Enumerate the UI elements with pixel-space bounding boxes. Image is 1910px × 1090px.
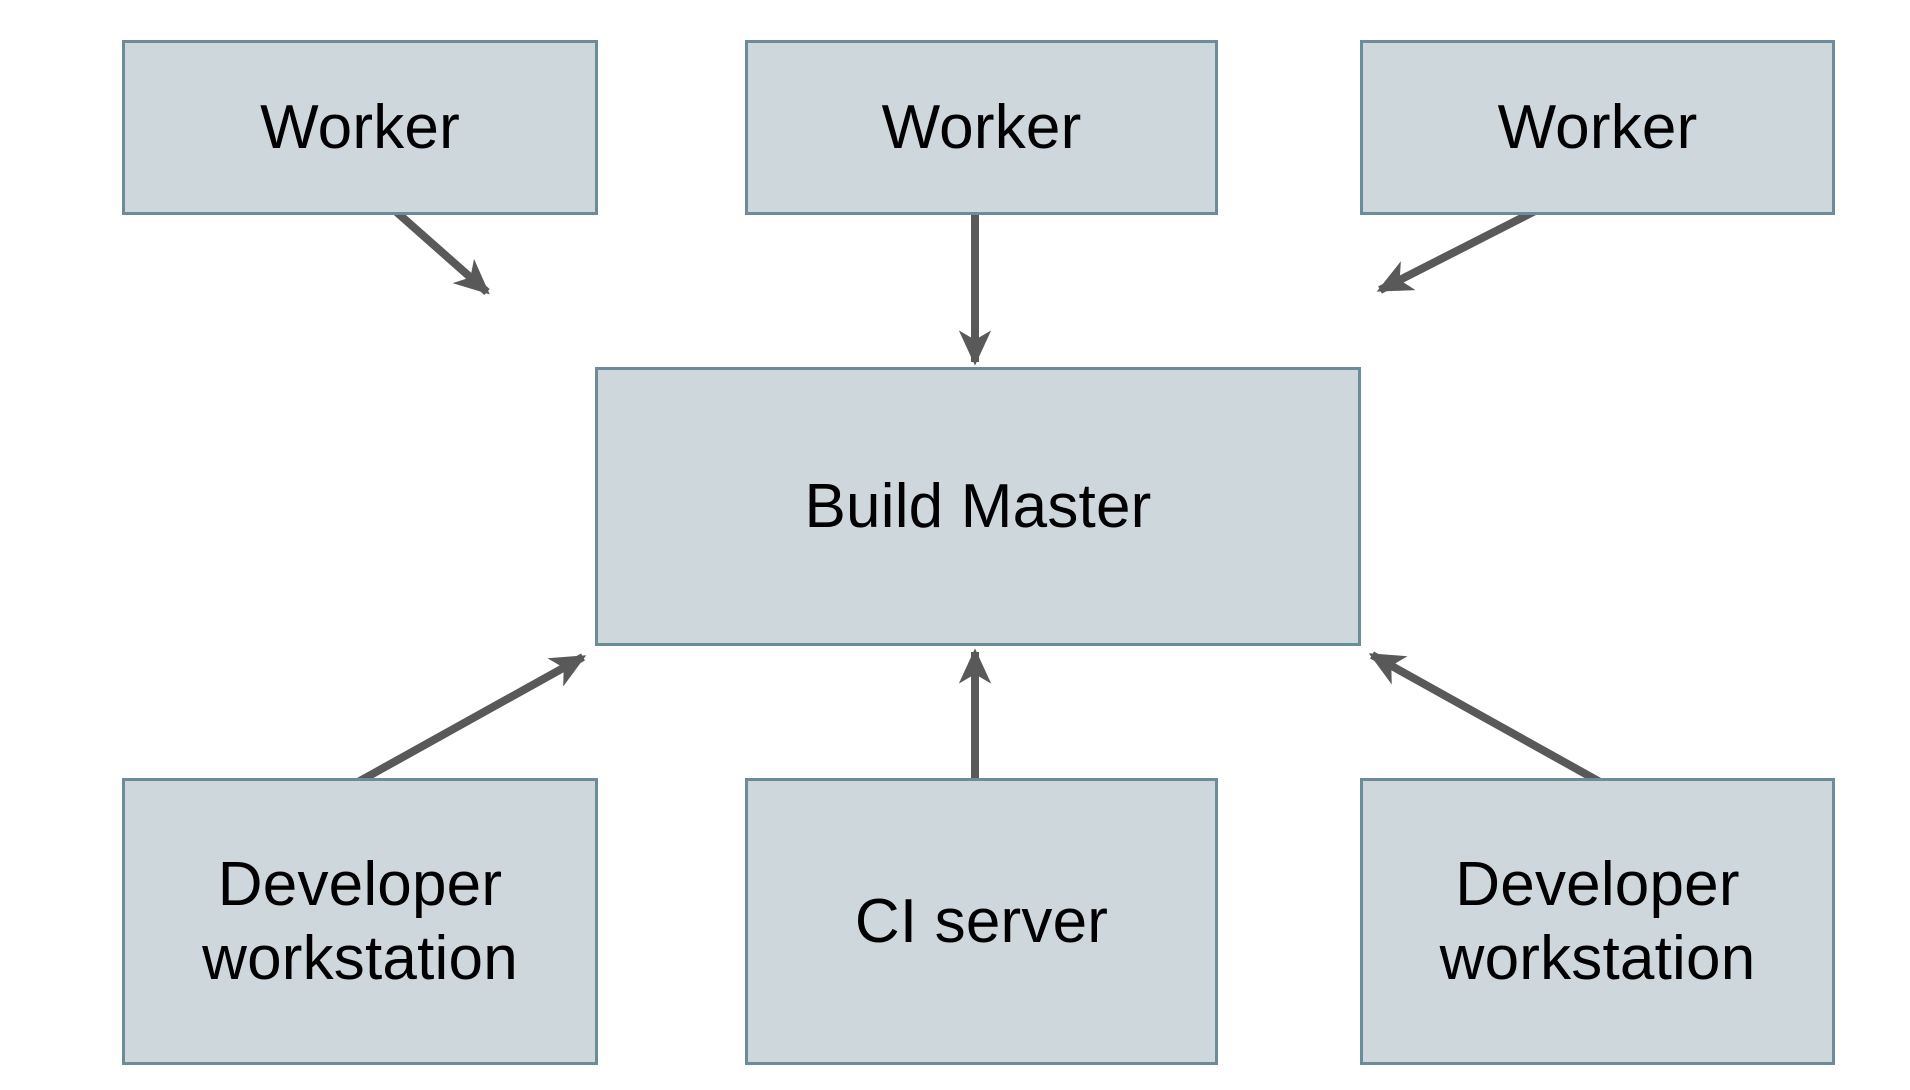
node-worker-left-label: Worker — [260, 92, 460, 162]
node-developer-workstation-right[interactable]: Developer workstation — [1360, 778, 1835, 1065]
node-developer-workstation-left-label: Developer workstation — [202, 850, 518, 993]
edge-dev-left-to-master — [356, 653, 587, 786]
edge-dev-right-to-master — [1368, 651, 1602, 786]
node-worker-right-label: Worker — [1497, 92, 1698, 162]
node-developer-workstation-right-label: Developer workstation — [1439, 850, 1756, 993]
node-ci-server-label: CI server — [854, 886, 1109, 956]
node-worker-middle-label: Worker — [881, 92, 1082, 162]
node-build-master[interactable]: Build Master — [595, 367, 1361, 646]
node-developer-workstation-left[interactable]: Developer workstation — [122, 778, 598, 1065]
node-worker-left[interactable]: Worker — [122, 40, 598, 215]
node-build-master-label: Build Master — [804, 471, 1152, 541]
node-ci-server[interactable]: CI server — [745, 778, 1218, 1065]
node-worker-middle[interactable]: Worker — [745, 40, 1218, 215]
node-worker-right[interactable]: Worker — [1360, 40, 1835, 215]
